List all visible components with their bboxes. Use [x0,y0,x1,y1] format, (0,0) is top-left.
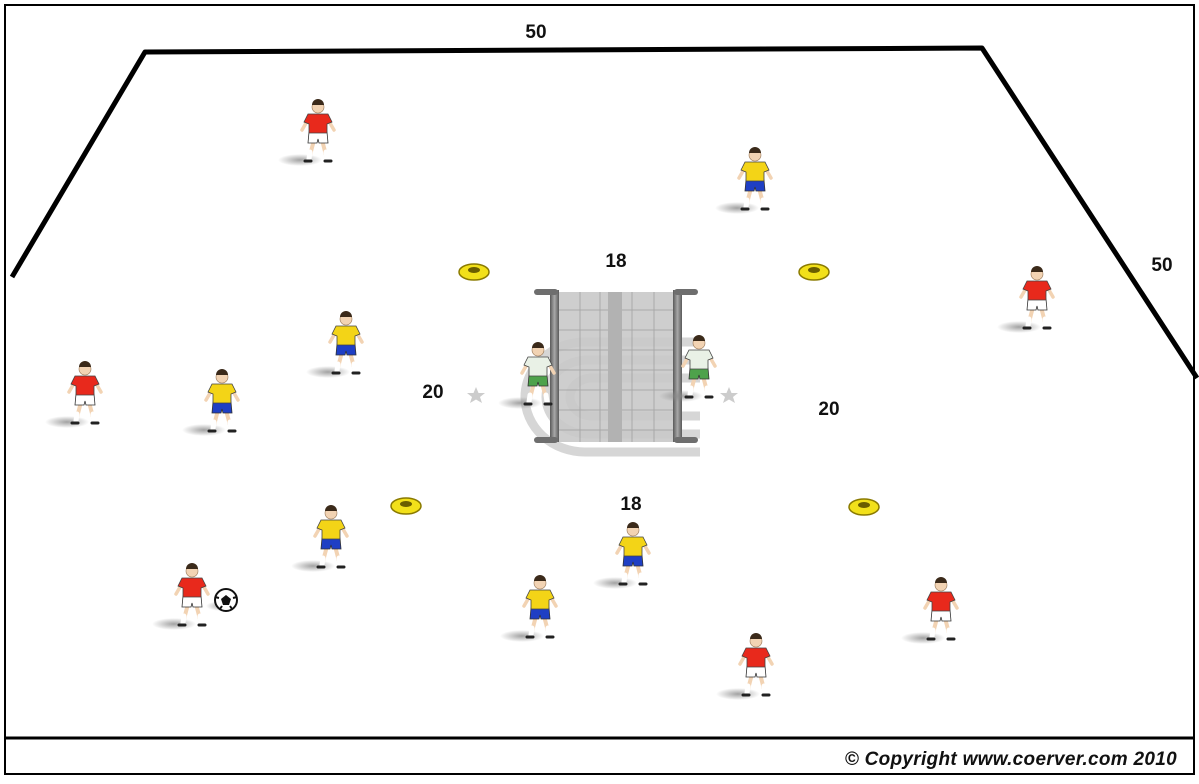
red-team-player [152,563,208,630]
cone-icon [799,264,829,280]
cone-icon [459,264,489,280]
yellow-team-player [291,505,347,572]
players-layer [45,99,1053,700]
dimension-label-zone-top: 18 [605,251,626,272]
goal-icon [534,289,698,443]
red-team-player [997,266,1053,333]
yellow-team-player [593,522,649,589]
cone-icon [391,498,421,514]
cone-icon [849,499,879,515]
yellow-team-player [500,575,556,642]
star-icon [467,387,485,403]
yellow-team-player [715,147,771,214]
yellow-team-player [306,311,362,378]
dimension-label-field-right: 50 [1151,255,1172,276]
red-team-player [716,633,772,700]
dimension-label-zone-right: 20 [818,399,839,420]
dimension-label-zone-left: 20 [422,382,443,403]
copyright-text: © Copyright www.coerver.com 2010 [845,749,1177,771]
red-team-player [45,361,101,428]
red-team-player [278,99,334,166]
yellow-team-player [182,369,238,436]
red-team-player [901,577,957,644]
dimension-label-zone-bottom: 18 [620,494,641,515]
star-icon [720,387,738,403]
soccer-ball-icon [206,589,238,611]
dimension-label-field-top: 50 [525,22,546,43]
